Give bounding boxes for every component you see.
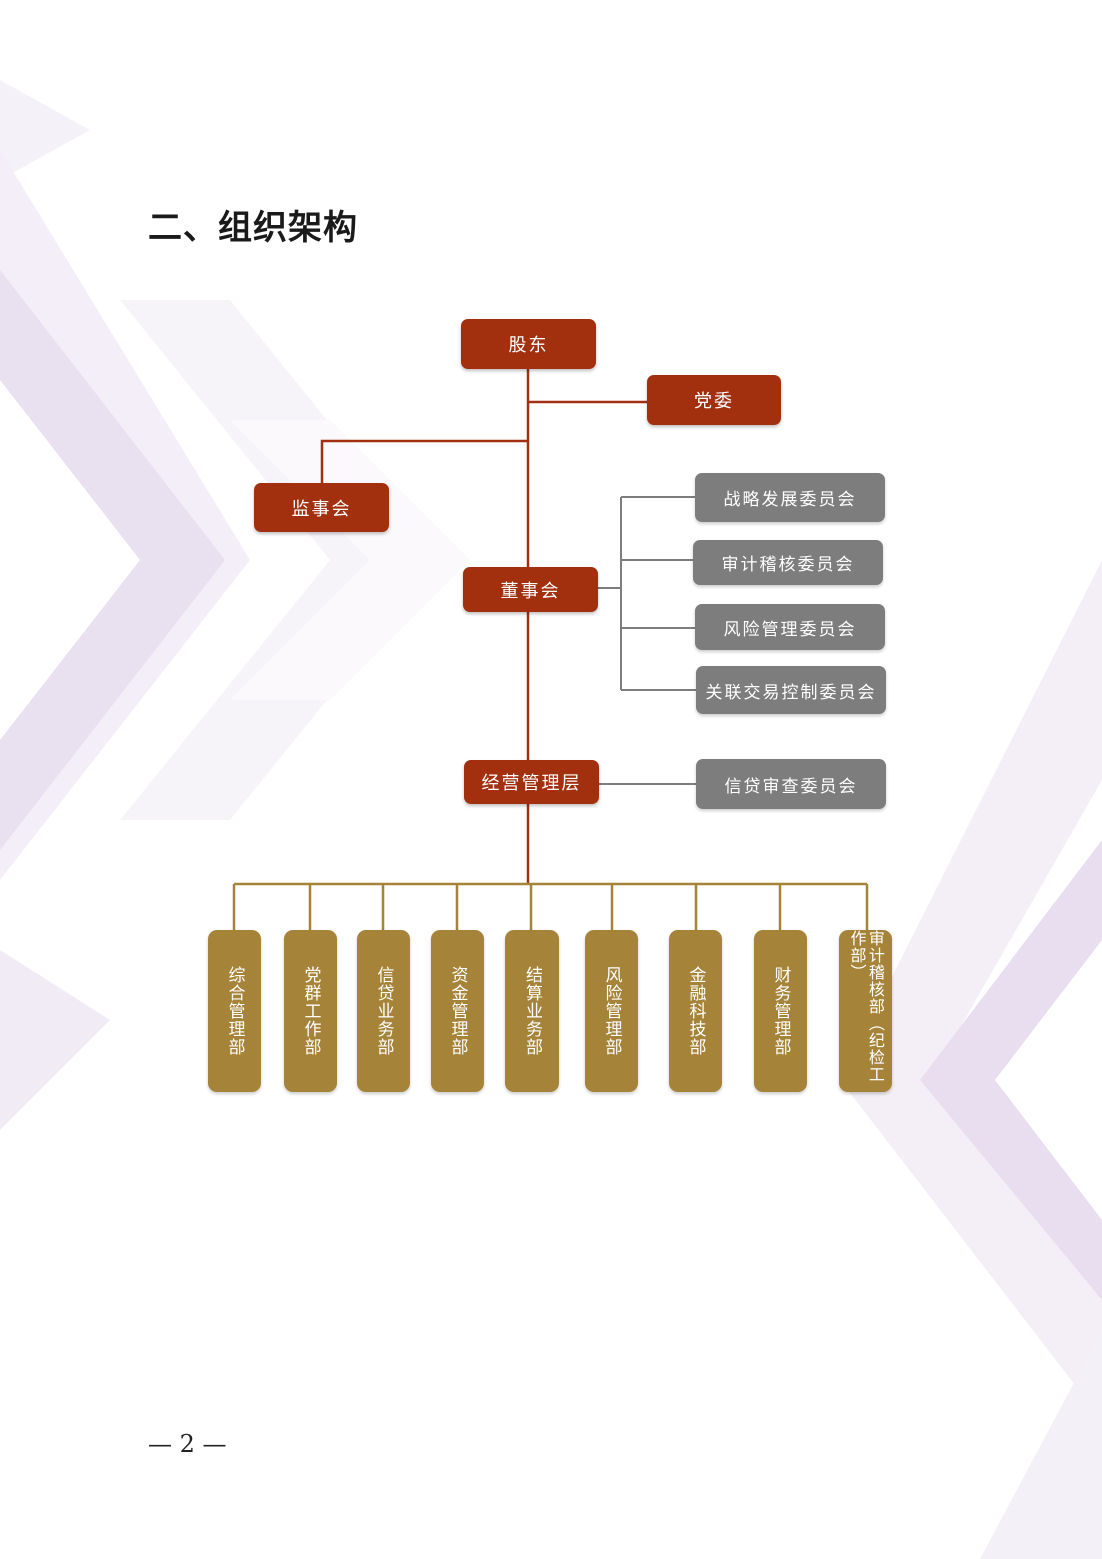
page-title: 二、组织架构 (148, 208, 358, 248)
department-settlement-business: 结算业务部 (505, 930, 559, 1092)
committee-risk: 风险管理委员会 (695, 604, 885, 650)
department-finance-management: 财务管理部 (754, 930, 807, 1092)
department-risk-management: 风险管理部 (585, 930, 638, 1092)
management-node: 经营管理层 (464, 760, 599, 804)
department-fund-management: 资金管理部 (431, 930, 484, 1092)
party-committee-node: 党委 (647, 375, 781, 425)
board-of-directors-node: 董事会 (463, 567, 598, 612)
supervisory-board-node: 监事会 (254, 483, 389, 532)
committee-credit-review: 信贷审查委员会 (696, 759, 886, 809)
shareholders-node: 股东 (461, 319, 596, 369)
department-audit-inspection: 审计稽核部（纪检工作部） (839, 930, 892, 1092)
committee-related-transactions: 关联交易控制委员会 (696, 666, 886, 714)
department-fintech: 金融科技部 (669, 930, 722, 1092)
department-party-mass-work: 党群工作部 (284, 930, 337, 1092)
committee-strategy: 战略发展委员会 (695, 473, 885, 522)
committee-audit: 审计稽核委员会 (693, 540, 883, 585)
page-number: — 2 — (148, 1430, 227, 1458)
department-general-management: 综合管理部 (208, 930, 261, 1092)
department-credit-business: 信贷业务部 (357, 930, 410, 1092)
